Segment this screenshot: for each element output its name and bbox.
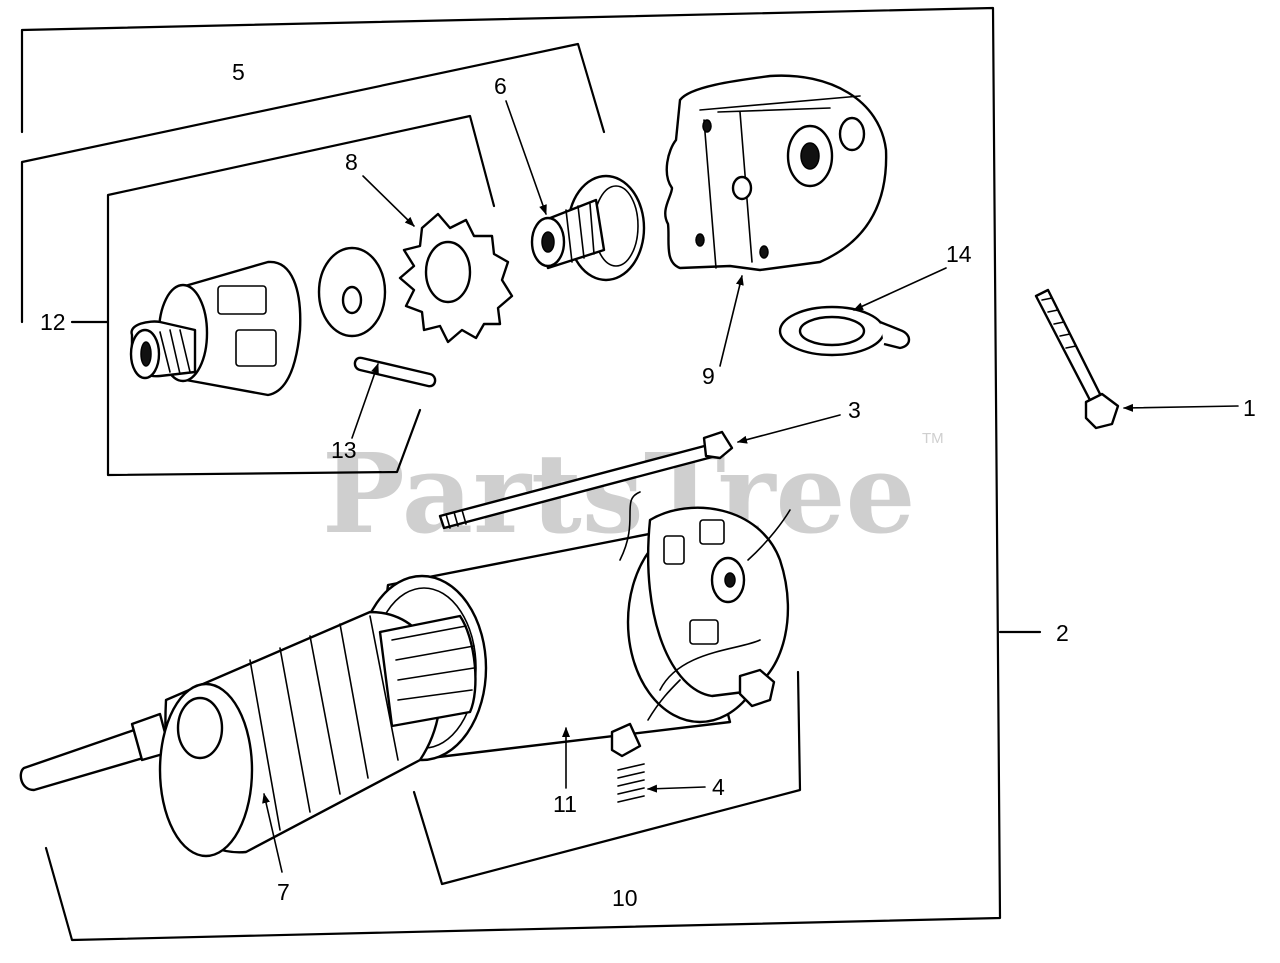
callout-7: 7 [277,879,290,905]
callout-13: 13 [331,437,357,463]
bracket-10 [412,670,802,886]
callout-14: 14 [946,241,972,267]
callout-8: 8 [345,149,358,175]
watermark-text: PartsTree [322,429,916,558]
watermark: PartsTree TM [322,429,944,558]
assembly-frame-2 [20,6,1042,942]
callout-4: 4 [712,774,725,800]
cap-screw-1 [1034,288,1120,430]
seal-14 [778,305,911,357]
leader-lines [262,100,1239,873]
callout-2: 2 [1056,620,1069,646]
callout-12: 12 [40,309,66,335]
callout-6: 6 [494,73,507,99]
callout-labels: 1 2 3 4 5 6 7 8 9 10 11 12 13 14 [40,59,1256,911]
bracket-5 [20,42,606,324]
watermark-trademark: TM [922,430,944,447]
roll-pin-13 [353,356,437,388]
commutator-end-cap-10 [619,491,791,721]
callout-9: 9 [702,363,715,389]
drive-housing [129,260,302,397]
callout-1: 1 [1243,395,1256,421]
spring-collar-6 [530,174,646,282]
drive-end-cap-9 [664,74,888,272]
terminal-spring-4 [610,722,645,803]
pinion-gear-8 [398,212,514,344]
bracket-12 [70,114,496,477]
armature-7 [19,610,477,858]
callout-3: 3 [848,397,861,423]
callout-10: 10 [612,885,638,911]
thrust-washer [317,246,387,338]
callout-5: 5 [232,59,245,85]
callout-11: 11 [553,791,577,817]
through-bolt-3 [438,430,734,530]
